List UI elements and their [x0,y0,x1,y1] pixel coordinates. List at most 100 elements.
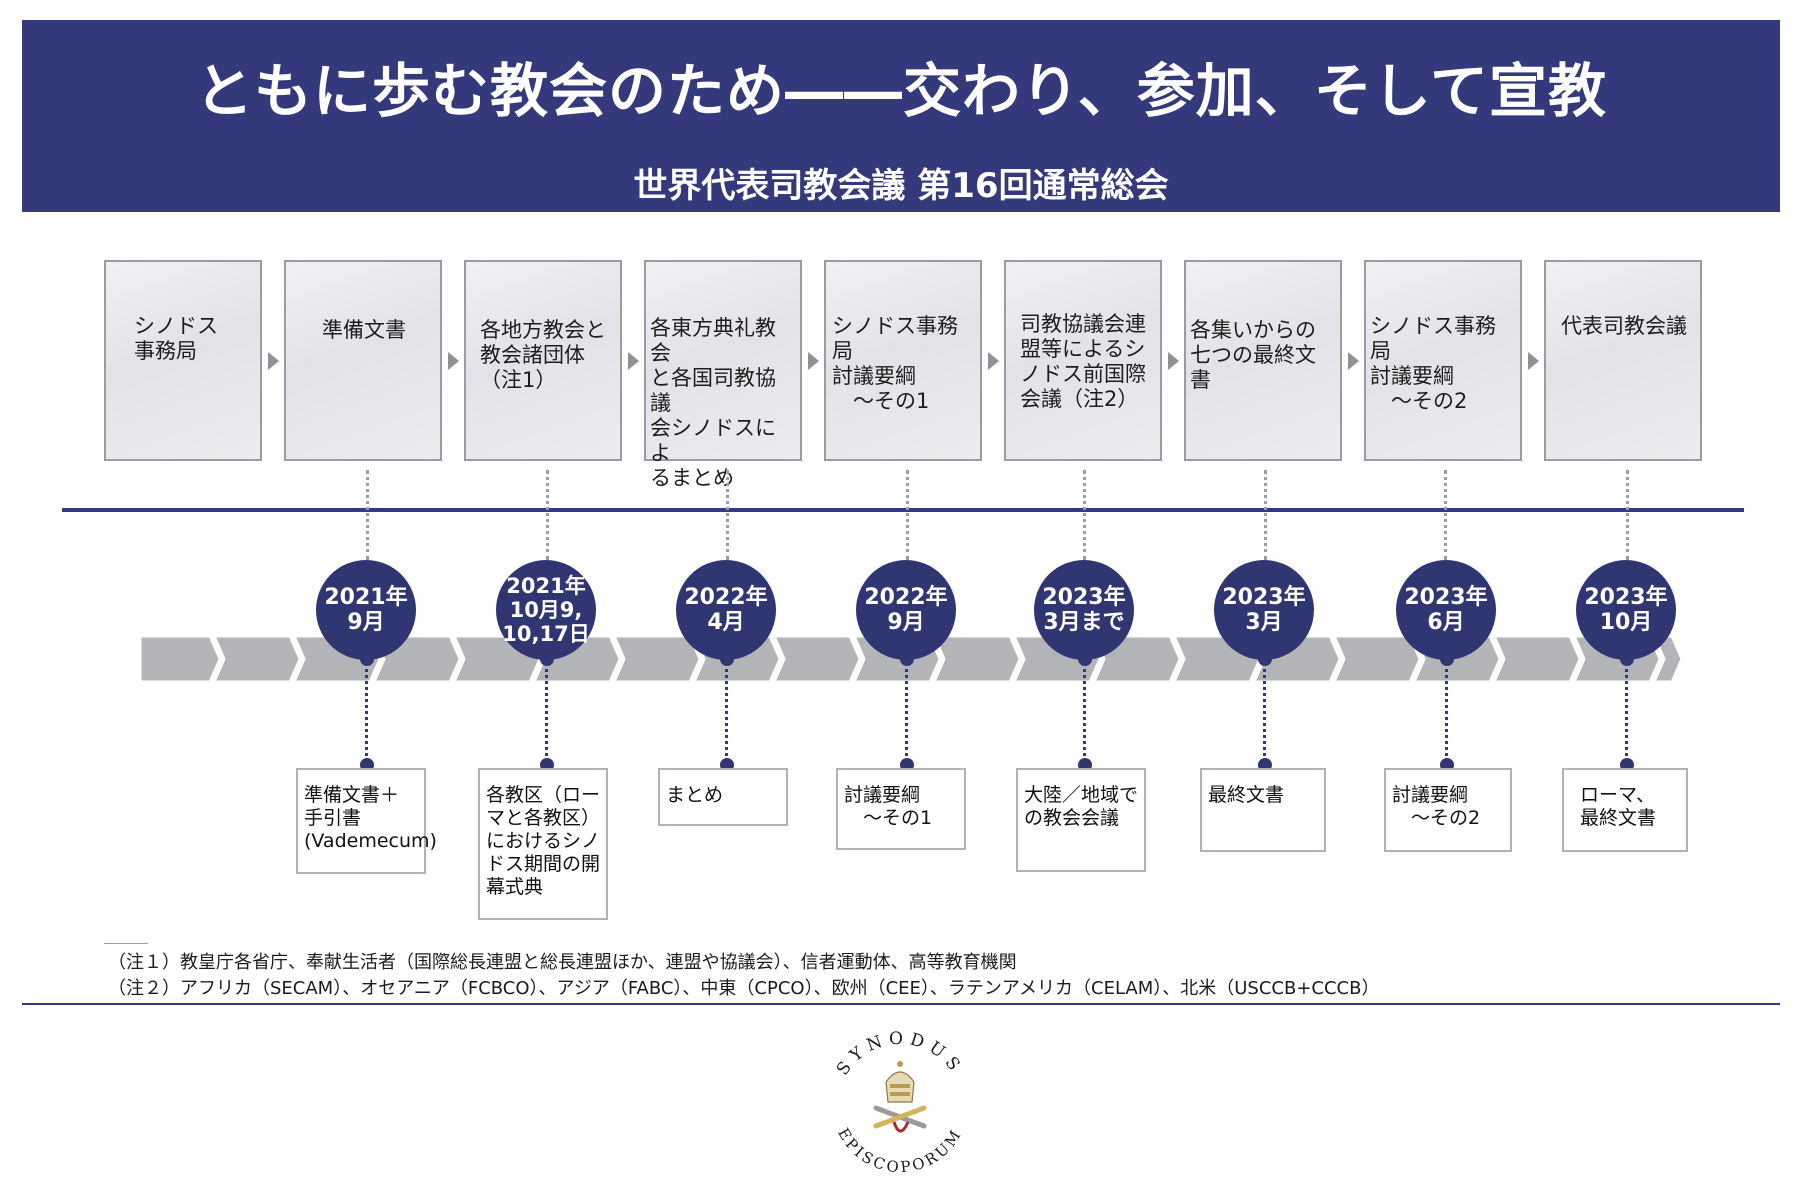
timeline-divider [62,508,1744,512]
date-year: 2022年 [684,585,768,610]
stage-box: 準備文書 [284,260,442,461]
date-year: 2022年 [864,585,948,610]
date-month: 9月 [887,610,925,635]
date-year: 2023年 [1584,585,1668,610]
arrow-right-icon [1528,352,1539,370]
date-marker: 2023年 10月 [1576,560,1676,660]
connector-line [1083,470,1086,560]
stage-label: 準備文書 [322,318,406,342]
outcome-text: 各教区（ロー マと各教区） におけるシノ ドス期間の開 幕式典 [486,784,601,898]
date-marker: 2021年 9月 [316,560,416,660]
date-month: 9月 [347,610,385,635]
stage-box: 司教協議会連 盟等によるシ ノドス前国際 会議（注2） [1004,260,1162,461]
stage-label: シノドス事務局 討議要綱 ～その2 [1370,314,1496,413]
page-subtitle: 世界代表司教会議 第16回通常総会 [633,166,1169,206]
arrow-right-icon [1348,352,1359,370]
outcome-box: 最終文書 [1200,768,1326,852]
date-year: 2021年 [324,585,408,610]
stage-box: 代表司教会議 [1544,260,1702,461]
date-year: 2021年 [506,574,586,598]
outcome-text: 大陸／地域で の教会会議 [1024,784,1139,829]
connector-line [366,470,369,560]
arrow-right-icon [1168,352,1179,370]
timeline-dot [900,652,914,666]
date-month: 3月 [1245,610,1283,635]
date-marker: 2023年 6月 [1396,560,1496,660]
outcome-box: 大陸／地域で の教会会議 [1016,768,1146,872]
outcome-box: まとめ [658,768,788,826]
date-year: 2023年 [1042,585,1126,610]
connector-line [725,662,728,764]
stage-label: 代表司教会議 [1561,314,1687,338]
outcome-box: ローマ、 最終文書 [1562,768,1688,852]
timeline-dot [1258,652,1272,666]
header-banner: ともに歩む教会のため――交わり、参加、そして宣教 世界代表司教会議 第16回通常… [22,20,1780,212]
page-title: ともに歩む教会のため――交わり、参加、そして宣教 [195,57,1607,125]
papal-emblem-icon [873,1061,927,1133]
footnote-2: （注２）アフリカ（SECAM）、オセアニア（FCBCO）、アジア（FABC）、中… [108,978,1380,999]
stage-label: シノドス事務局 討議要綱 ～その1 [832,314,958,413]
stage-box: シノドス 事務局 [104,260,262,461]
stage-label: 各地方教会と 教会諸団体 （注1） [480,318,606,392]
date-month: 3月まで [1043,610,1125,635]
date-month: 10月9, [509,598,583,622]
timeline-dot [1078,652,1092,666]
arrow-right-icon [268,352,279,370]
connector-line [905,662,908,764]
outcome-text: まとめ [666,784,724,806]
arrow-right-icon [448,352,459,370]
connector-line [726,470,729,560]
stage-box: シノドス事務局 討議要綱 ～その2 [1364,260,1522,461]
date-marker: 2023年 3月まで [1034,560,1134,660]
outcome-text: 討議要綱 ～その2 [1392,784,1481,829]
connector-line [1625,662,1628,764]
notes-divider [104,943,148,944]
connector-line [1263,662,1266,764]
stage-box: 各東方典礼教会 と各国司教協議 会シノドスによ るまとめ [644,260,802,490]
outcome-text: 準備文書＋ 手引書 (Vademecum) [304,784,437,852]
stage-box: 各地方教会と 教会諸団体 （注1） [464,260,622,461]
stage-label: 各東方典礼教会 と各国司教協議 会シノドスによ るまとめ [650,316,776,490]
connector-line [546,470,549,560]
arrow-right-icon [808,352,819,370]
connector-line [1626,470,1629,560]
date-marker: 2023年 3月 [1214,560,1314,660]
footnote-1: （注１）教皇庁各省庁、奉献生活者（国際総長連盟と総長連盟ほか、連盟や協議会）、信… [108,952,1017,973]
date-month: 6月 [1427,610,1465,635]
connector-line [545,662,548,764]
arrow-right-icon [628,352,639,370]
synodus-seal-logo: SYNODUS EPISCOPORUM [833,1029,963,1177]
timeline-dot [360,652,374,666]
connector-line [1083,662,1086,764]
timeline-dot [1620,652,1634,666]
date-marker: 2021年 10月9, 10,17日 [496,560,596,660]
date-year: 2023年 [1222,585,1306,610]
timeline-dot [720,652,734,666]
outcome-text: ローマ、 最終文書 [1580,784,1657,829]
stage-box: 各集いからの 七つの最終文書 [1184,260,1342,461]
stage-label: 各集いからの 七つの最終文書 [1190,318,1316,392]
outcome-box: 討議要綱 ～その1 [836,768,966,850]
stage-box: シノドス事務局 討議要綱 ～その1 [824,260,982,461]
date-day: 10,17日 [502,622,590,646]
timeline-dot [540,652,554,666]
bottom-divider [22,1003,1780,1005]
connector-line [1445,662,1448,764]
arrow-right-icon [988,352,999,370]
stage-label: 司教協議会連 盟等によるシ ノドス前国際 会議（注2） [1020,312,1146,411]
outcome-box: 討議要綱 ～その2 [1384,768,1512,852]
connector-line [1264,470,1267,560]
date-month: 4月 [707,610,745,635]
connector-line [906,470,909,560]
date-marker: 2022年 4月 [676,560,776,660]
timeline-dot [1440,652,1454,666]
connector-line [1444,470,1447,560]
date-marker: 2022年 9月 [856,560,956,660]
footnotes: （注１）教皇庁各省庁、奉献生活者（国際総長連盟と総長連盟ほか、連盟や協議会）、信… [108,950,1379,1002]
date-year: 2023年 [1404,585,1488,610]
outcome-box: 各教区（ロー マと各教区） におけるシノ ドス期間の開 幕式典 [478,768,608,920]
outcome-text: 討議要綱 ～その1 [844,784,933,829]
connector-line [365,662,368,764]
outcome-box: 準備文書＋ 手引書 (Vademecum) [296,768,437,874]
stage-label: シノドス 事務局 [134,314,218,363]
